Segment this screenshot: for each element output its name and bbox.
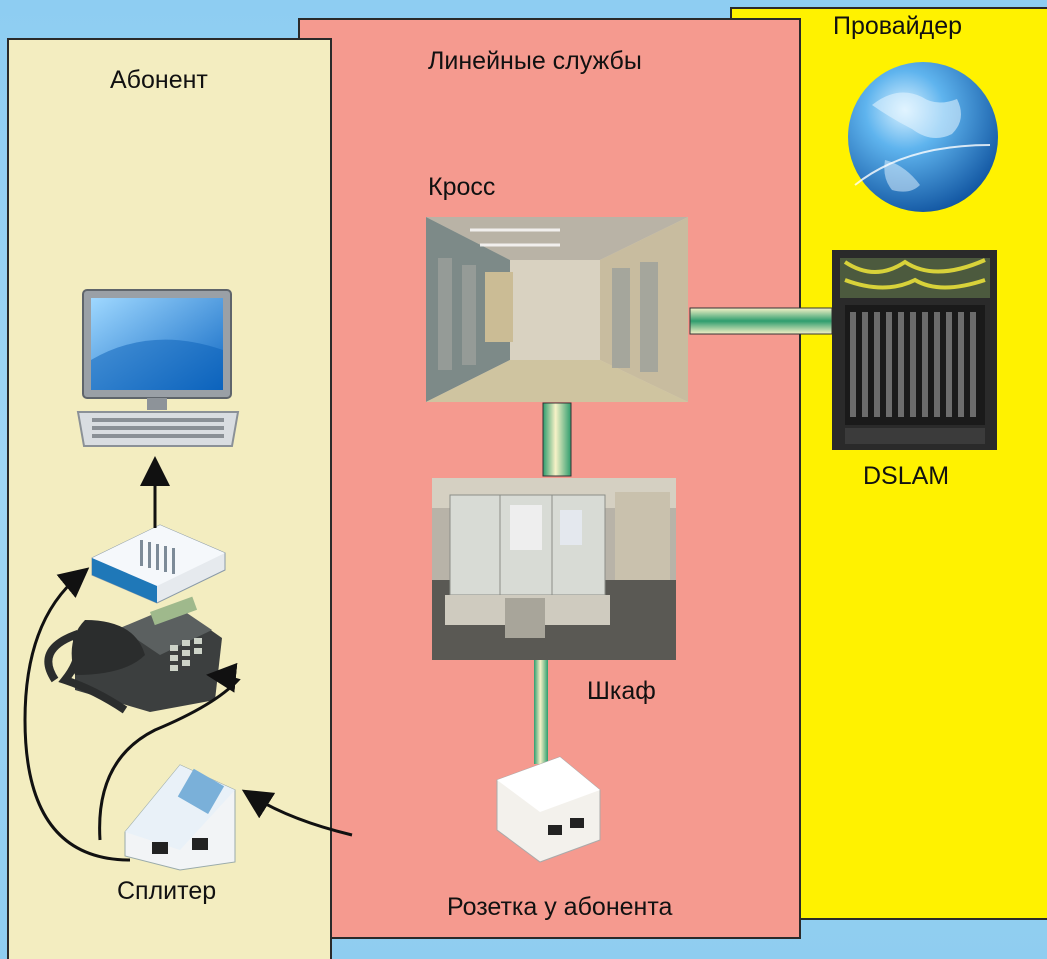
line-services-zone-title: Линейные службы <box>428 47 642 75</box>
subscriber-zone-title: Абонент <box>110 66 208 94</box>
connection-arrows <box>23 456 353 862</box>
wall-socket-icon <box>496 756 601 863</box>
cross-dslam-cable <box>689 307 833 335</box>
socket-label: Розетка у абонента <box>447 893 673 921</box>
cross-photo <box>426 217 688 402</box>
modem-icon <box>91 524 226 604</box>
socket-to-splitter-arrow <box>241 789 353 837</box>
cabinet-photo <box>432 478 676 660</box>
splitter-label: Сплитер <box>117 877 217 905</box>
cabinet-socket-cable <box>534 660 548 764</box>
cabinet-label: Шкаф <box>587 677 656 705</box>
telephone-icon <box>44 596 222 714</box>
globe-icon <box>848 62 998 212</box>
dslam-photo <box>832 250 997 450</box>
dslam-label: DSLAM <box>863 462 950 490</box>
splitter-to-modem-arrow <box>23 567 131 862</box>
computer-icon <box>76 289 240 447</box>
cross-cabinet-cable <box>542 402 572 477</box>
provider-zone-title: Провайдер <box>833 12 963 40</box>
splitter-to-phone-arrow <box>98 662 241 841</box>
splitter-icon <box>124 764 236 871</box>
cross-label: Кросс <box>428 173 496 201</box>
